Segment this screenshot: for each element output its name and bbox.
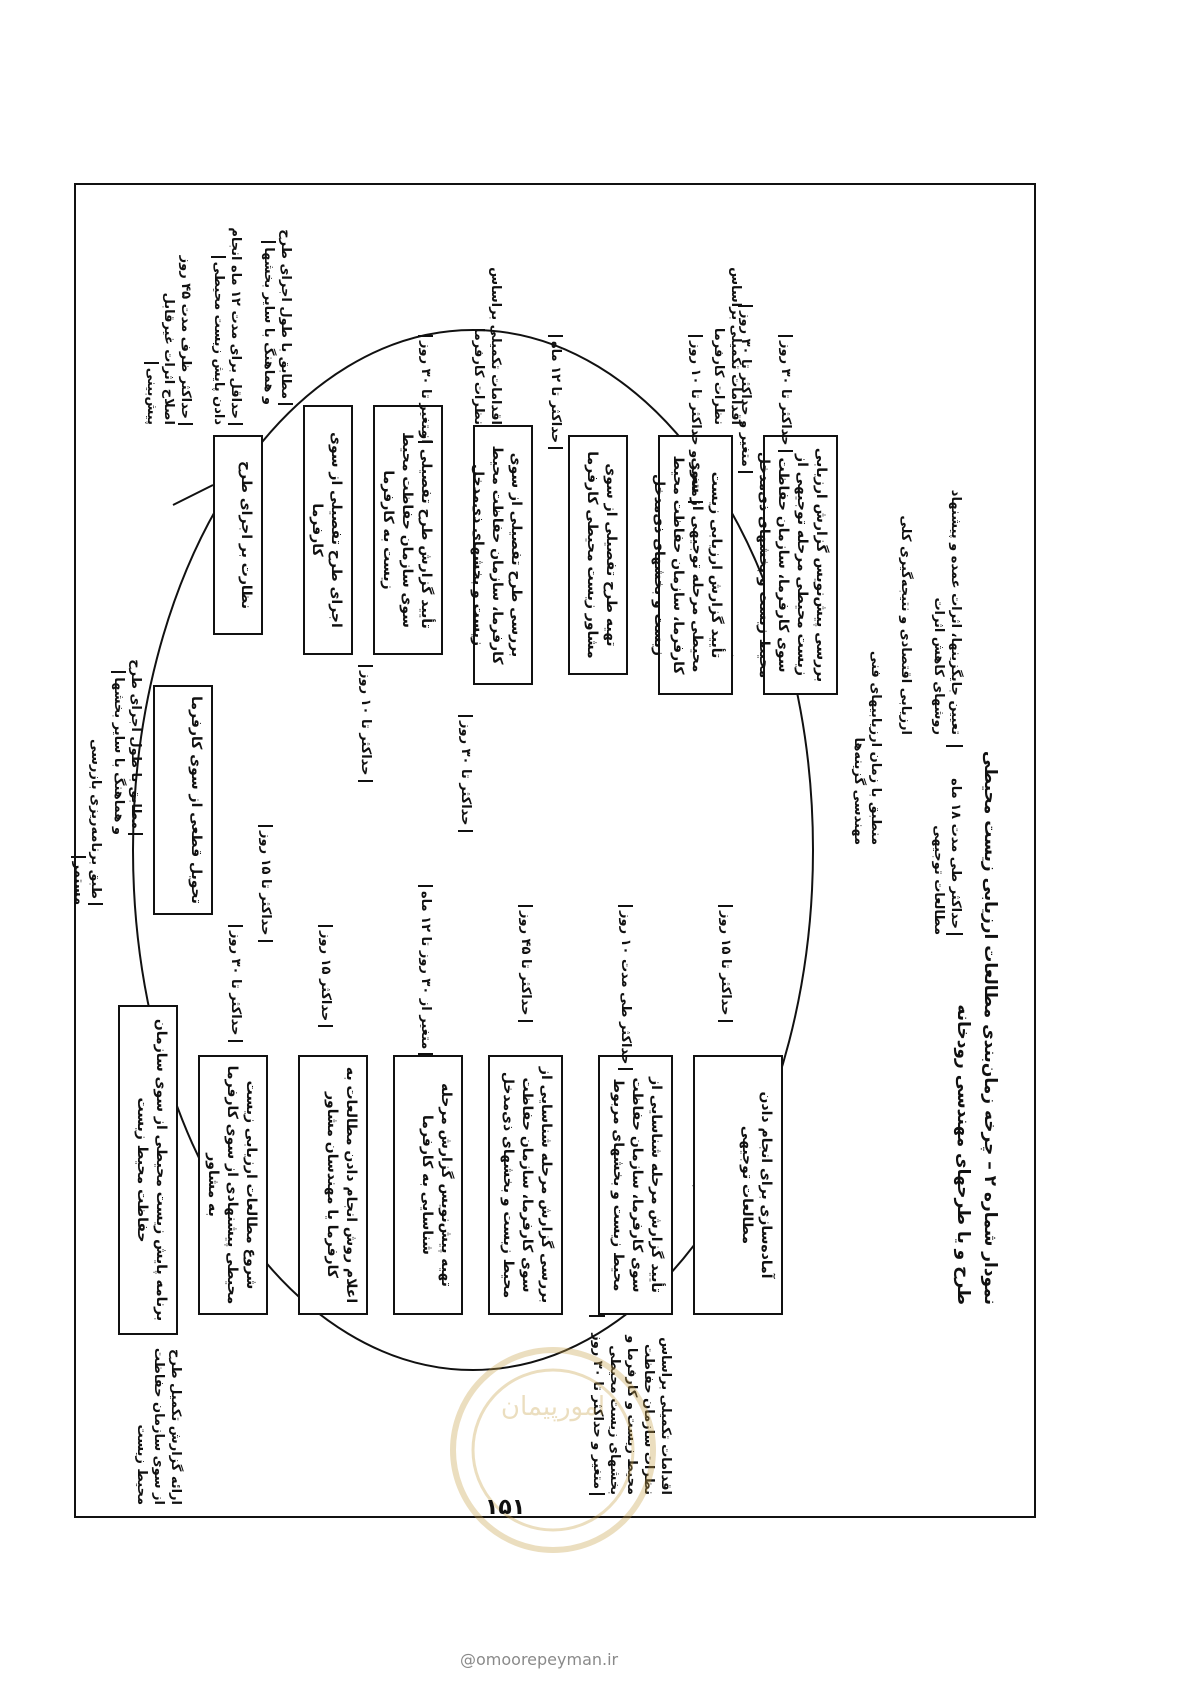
note-economic: ارزیابی اقتصادی و نتیجه‌گیری کلی [896,435,913,735]
box-text: بررسی پیش‌نویس گزارش ارزیابی زیست محیطی … [756,447,829,683]
box-prepare-detailed: تهیه طرح تفصیلی از سوی مشاور زیست محیطی … [568,435,628,675]
time-label: حداکثر تا ۴۵ روز [518,905,533,1022]
box-draft-identification: تهیه پیش‌نویس گزارش مرحله شناسایی به کار… [393,1055,463,1315]
note-alignment: منطبق با زمان ارزیابیهای فنی مهندسی گزین… [849,615,883,845]
time-text: متغیر از ۳۰ روز تا ۱۲ ماه [418,885,433,1056]
time-label: حداکثر تا ۳۰ روز [778,335,793,452]
time-label: متغیر و حداکثر تا ۱۰ روز [688,335,703,503]
note-supplementary-right-top: اقدامات تکمیلی براساس نظرات کارفرما [709,245,743,425]
box-approve-identification: تأیید گزارش مرحله شناسایی از سوی کارفرما… [598,1055,673,1315]
box-preparation: آماده‌سازی برای انجام دادن مطالعات توجیه… [693,1055,783,1315]
note-alternatives: تعیین جایگزینها، اثرات عمده و پیشنهاد رو… [929,435,963,735]
time-label: حداکثر تا ۱۲ ماه [548,335,563,450]
note-text: ارزیابی اقتصادی و نتیجه‌گیری کلی [898,515,913,735]
top-note: حداکثر طی مدت ۱۸ ماه مطالعات توجیهی [929,745,963,935]
time-label: حداکثر ۱۵ روز [318,925,333,1028]
note-text: اقدامات تکمیلی براساس نظرات کارفرما [471,267,503,425]
box-text: تأیید گزارش طرح تفصیلی از سوی سازمان حفا… [380,431,434,629]
box-text: آماده‌سازی برای انجام دادن مطالعات توجیه… [739,1091,774,1279]
note-report-completion: ارائه گزارش تکمیل طرح از سوی سازمان حفاظ… [132,1335,183,1505]
box-text: تهیه پیش‌نویس گزارش مرحله شناسایی به کار… [419,1083,454,1287]
watermark-inner-ring [471,1368,635,1532]
note-monitoring-duration: حداقل برای مدت ۱۲ ماه انجام دادن پایش زی… [209,225,243,425]
box-detailed-implementation: اجرای طرح تفصیلی از سوی کارفرما [303,405,353,655]
time-text: متغیر و حداکثر تا ۱۰ روز [688,335,703,503]
box-monitoring-program: برنامه پایش زیست محیطی از سوی سازمان حفا… [118,1005,178,1335]
box-text: اعلام روش انجام دادن مطالعات به کارفرما … [324,1066,359,1304]
note-inspection: طبق برنامه‌ریزی بازرسی مستمر [69,705,103,905]
time-label: حداکثر طی مدت ۱۰ روز [618,905,633,1071]
time-text: حداکثر تا ۳۰ روز [228,925,243,1042]
box-text: بررسی طرح تفصیلی از سوی کارفرما، سازمان … [470,445,524,665]
watermark-text: امورپیمان [501,1392,605,1422]
diagram-frame [74,183,1036,1518]
box-text: تأیید گزارش مرحله شناسایی از سوی کارفرما… [610,1077,664,1293]
time-text: حداکثر ۱۵ روز [318,925,333,1028]
note-text: تعیین جایگزینها، اثرات عمده و پیشنهاد رو… [931,489,963,735]
time-label: حداکثر تا ۳۰ روز [458,715,473,832]
arrow-line [172,484,214,506]
box-announce-method: اعلام روش انجام دادن مطالعات به کارفرما … [298,1055,368,1315]
time-text: حداکثر تا ۴۵ روز [518,905,533,1022]
box-text: اجرای طرح تفصیلی از سوی کارفرما [309,432,344,628]
box-start-eia: شروع مطالعات ارزیابی زیست محیطی پیشنهادی… [198,1055,268,1315]
watermark-ring [450,1347,656,1553]
note-text: اقدامات تکمیلی براساس نظرات کارفرما [711,267,743,425]
time-text: متغیر تا ۳۰ روز [418,335,433,444]
time-label: حداکثر تا ۱۵ روز [258,825,273,942]
note-execution-schedule: مطابق با طول اجرای طرح و هماهنگ با سایر … [259,225,293,405]
time-text: حداکثر تا ۱۵ روز [258,825,273,942]
box-text: نظارت بر اجرای طرح [238,460,254,610]
time-label: حداکثر تا ۳۰ روز [228,925,243,1042]
page-number: ۱۵۱ [485,1495,526,1520]
box-review-detailed: بررسی طرح تفصیلی از سوی کارفرما، سازمان … [470,425,533,685]
box-text: برنامه پایش زیست محیطی از سوی سازمان حفا… [134,1018,169,1322]
box-final-delivery: تحویل قطعی از سوی کارفرما [153,685,213,915]
top-note-time: حداکثر طی مدت ۱۸ ماه [946,745,963,935]
rotated-diagram: نمودار شماره ۲ – چرخه زمان‌بندی مطالعات … [71,185,1033,1515]
box-text: تهیه طرح تفصیلی از سوی مشاور زیست محیطی … [584,451,619,659]
note-text: منطبق با زمان ارزیابیهای فنی مهندسی گزین… [851,650,883,845]
time-text: حداکثر تا ۳۰ روز [458,715,473,832]
note-text: مطابق با طول اجرای طرح و هماهنگ با سایر … [111,659,143,835]
box-text: شروع مطالعات ارزیابی زیست محیطی پیشنهادی… [205,1065,259,1305]
time-text: حداکثر تا ۱۰ روز [358,665,373,782]
watermark-logo: امورپیمان [448,1345,658,1559]
cycle-ellipse [132,329,814,1371]
box-text: تحویل قطعی از سوی کارفرما [188,696,204,904]
time-label: متغیر از ۳۰ روز تا ۱۲ ماه [418,885,433,1056]
time-label: حداکثر تا ۱۰ روز [358,665,373,782]
time-text: حداکثر تا ۳۰ روز [778,335,793,452]
box-review-feasibility: بررسی پیش‌نویس گزارش ارزیابی زیست محیطی … [756,435,838,695]
note-text: حداکثر ظرف مدت ۴۵ روز اصلاح اثرات غیرقاب… [144,255,193,425]
time-text: حداکثر طی مدت ۱۰ روز [618,905,633,1071]
box-supervision: نظارت بر اجرای طرح [213,435,263,635]
note-text: ارائه گزارش تکمیل طرح از سوی سازمان حفاظ… [134,1347,183,1505]
time-label: حداکثر تا ۱۵ روز [718,905,733,1022]
note-execution-schedule-2: مطابق با طول اجرای طرح و هماهنگ با سایر … [109,655,143,835]
note-supplementary-right-mid: اقدامات تکمیلی براساس نظرات کارفرما [469,245,503,425]
watermark-svg: امورپیمان [450,1347,656,1553]
box-review-identification: بررسی گزارش مرحله شناسایی از سوی کارفرما… [488,1055,563,1315]
time-label: متغیر تا ۳۰ روز [418,335,433,444]
top-note-label: مطالعات توجیهی [931,825,947,935]
site-footer: @omoorepeyman.ir [460,1650,619,1669]
time-text: حداکثر تا ۱۵ روز [718,905,733,1022]
time-text: حداکثر تا ۱۲ ماه [548,335,563,450]
note-text: حداقل برای مدت ۱۲ ماه انجام دادن پایش زی… [211,227,243,425]
note-text: طبق برنامه‌ریزی بازرسی مستمر [71,738,103,905]
note-text: مطابق با طول اجرای طرح و هماهنگ با سایر … [261,229,293,405]
box-text: بررسی گزارش مرحله شناسایی از سوی کارفرما… [500,1066,554,1304]
note-correction: حداکثر ظرف مدت ۴۵ روز اصلاح اثرات غیرقاب… [142,225,193,425]
